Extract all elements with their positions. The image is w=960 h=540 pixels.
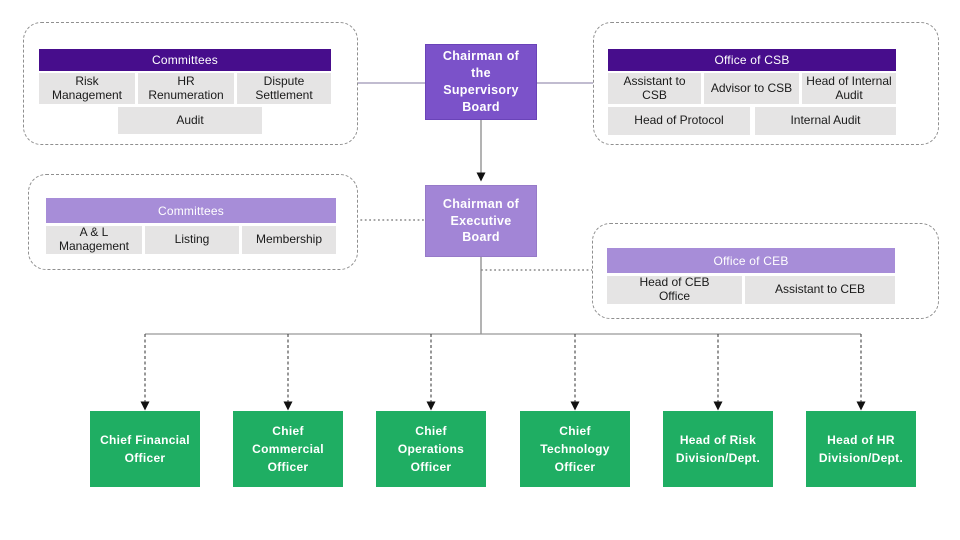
node-chief-commercial-officer: Chief Commercial Officer — [233, 411, 343, 487]
cell-dispute-settlement: Dispute Settlement — [237, 73, 331, 104]
panel-title-committees-eb: Committees — [46, 198, 336, 223]
cell-assistant-to-csb: Assistant to CSB — [608, 73, 701, 104]
cell-hr-renumeration: HR Renumeration — [138, 73, 234, 104]
node-head-of-risk-division: Head of Risk Division/Dept. — [663, 411, 773, 487]
cell-head-of-ceb-office-label: Head of CEB Office — [639, 275, 710, 303]
committees-supervisory-panel: Committees Risk Management HR Renumerati… — [23, 22, 358, 145]
cell-advisor-to-csb: Advisor to CSB — [704, 73, 799, 104]
cell-assistant-to-ceb: Assistant to CEB — [745, 276, 895, 304]
office-ceb-panel: Office of CEB Head of CEB Office Assista… — [592, 223, 939, 319]
cell-risk-management: Risk Management — [39, 73, 135, 104]
cell-head-of-internal-audit: Head of Internal Audit — [802, 73, 896, 104]
panel-title-office-ceb: Office of CEB — [607, 248, 895, 273]
node-head-of-hr-division: Head of HR Division/Dept. — [806, 411, 916, 487]
node-chairman-supervisory-board: Chairman of the Supervisory Board — [425, 44, 537, 120]
panel-title-office-csb: Office of CSB — [608, 49, 896, 71]
office-csb-panel: Office of CSB Assistant to CSB Advisor t… — [593, 22, 939, 145]
cell-al-management: A & L Management — [46, 225, 142, 254]
node-chief-financial-officer: Chief Financial Officer — [90, 411, 200, 487]
node-chairman-executive-board: Chairman of Executive Board — [425, 185, 537, 257]
cell-head-of-protocol: Head of Protocol — [608, 107, 750, 135]
committees-executive-panel: Committees A & L Management Listing Memb… — [28, 174, 358, 270]
panel-title-committees-sb: Committees — [39, 49, 331, 71]
cell-internal-audit: Internal Audit — [755, 107, 896, 135]
cell-audit: Audit — [118, 107, 262, 134]
cell-membership: Membership — [242, 226, 336, 254]
cell-head-of-ceb-office: Head of CEB Office — [607, 275, 742, 304]
cell-listing: Listing — [145, 226, 239, 254]
node-chief-technology-officer: Chief Technology Officer — [520, 411, 630, 487]
node-chief-operations-officer: Chief Operations Officer — [376, 411, 486, 487]
